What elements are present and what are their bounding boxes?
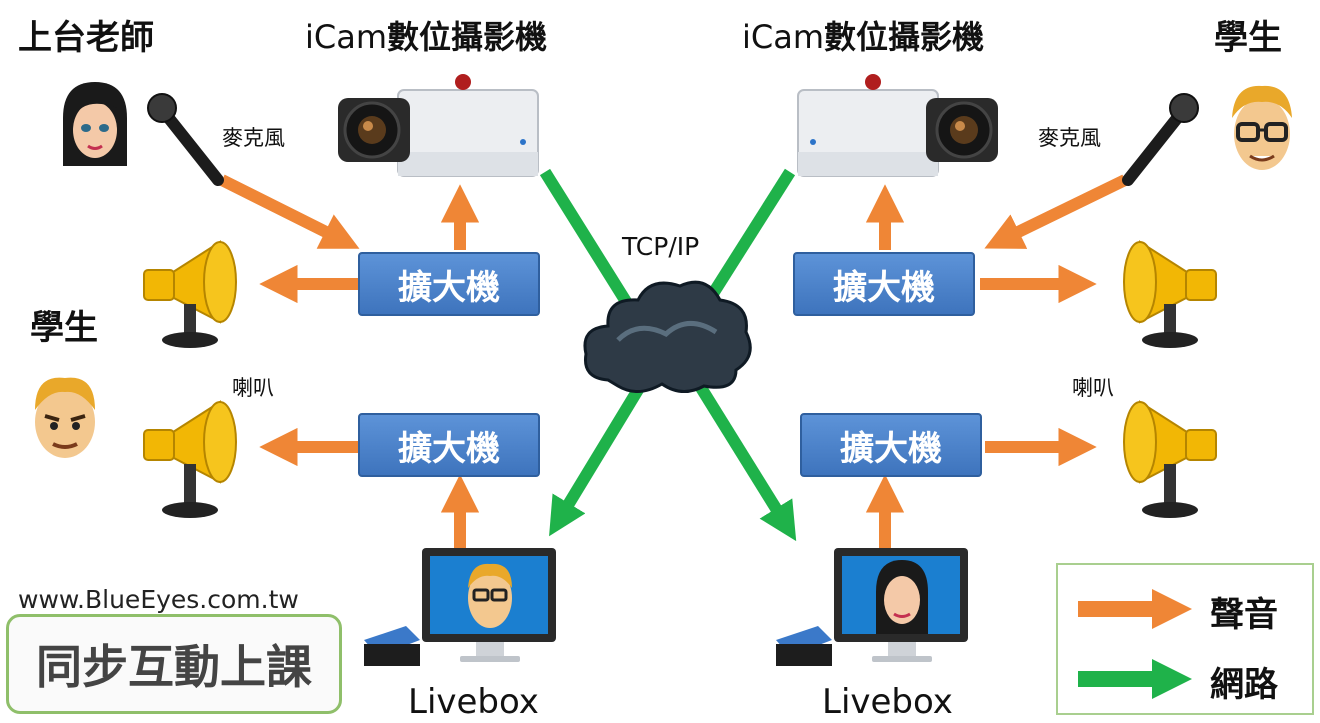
amplifier-top-left: 擴大機	[358, 252, 540, 316]
camera-title-left: iCam數位攝影機	[305, 18, 548, 56]
website-url: www.BlueEyes.com.tw	[18, 585, 299, 614]
speaker-right-label: 喇叭	[1072, 376, 1114, 400]
student-avatar-right-icon	[1232, 85, 1292, 170]
amplifier-bottom-right: 擴大機	[800, 413, 982, 477]
speaker-left-bottom-icon	[143, 400, 237, 518]
student-title-top-right: 學生	[1214, 18, 1282, 58]
student-title-left: 學生	[30, 308, 98, 348]
microphone-left-icon	[147, 93, 224, 186]
cloud-icon	[583, 280, 752, 393]
speaker-left-label: 喇叭	[232, 376, 274, 400]
camera-title-right: iCam數位攝影機	[742, 18, 985, 56]
livebox-left-icon	[364, 548, 556, 666]
legend-sound-label: 聲音	[1210, 595, 1278, 635]
microphone-left-label: 麥克風	[222, 126, 285, 150]
amplifier-top-right: 擴大機	[793, 252, 975, 316]
speaker-left-top-icon	[143, 240, 237, 348]
legend-sound-arrow-icon	[1078, 589, 1192, 629]
network-arrow-livebox-right	[684, 366, 797, 542]
legend-box: 聲音 網路	[1056, 563, 1314, 715]
camera-icon-right	[797, 74, 998, 177]
course-title-banner: 同步互動上課	[6, 614, 342, 714]
teacher-title: 上台老師	[18, 18, 154, 58]
legend-network-label: 網路	[1210, 665, 1278, 705]
sound-arrow-mic-right	[984, 174, 1128, 249]
speaker-right-top-icon	[1123, 240, 1217, 348]
livebox-left-label: Livebox	[408, 682, 539, 722]
network-label: TCP/IP	[622, 232, 700, 261]
livebox-right-icon	[776, 548, 968, 666]
sound-arrow-mic-left	[219, 174, 360, 249]
amplifier-bottom-left: 擴大機	[358, 413, 540, 477]
teacher-avatar-icon	[63, 82, 127, 166]
network-arrow-livebox-left	[549, 366, 656, 537]
speaker-right-bottom-icon	[1123, 400, 1217, 518]
livebox-right-label: Livebox	[822, 682, 953, 722]
legend-network-arrow-icon	[1078, 659, 1192, 699]
microphone-right-label: 麥克風	[1038, 126, 1101, 150]
microphone-right-icon	[1122, 93, 1199, 186]
student-avatar-left-icon	[35, 377, 95, 458]
camera-icon-left	[338, 74, 539, 177]
